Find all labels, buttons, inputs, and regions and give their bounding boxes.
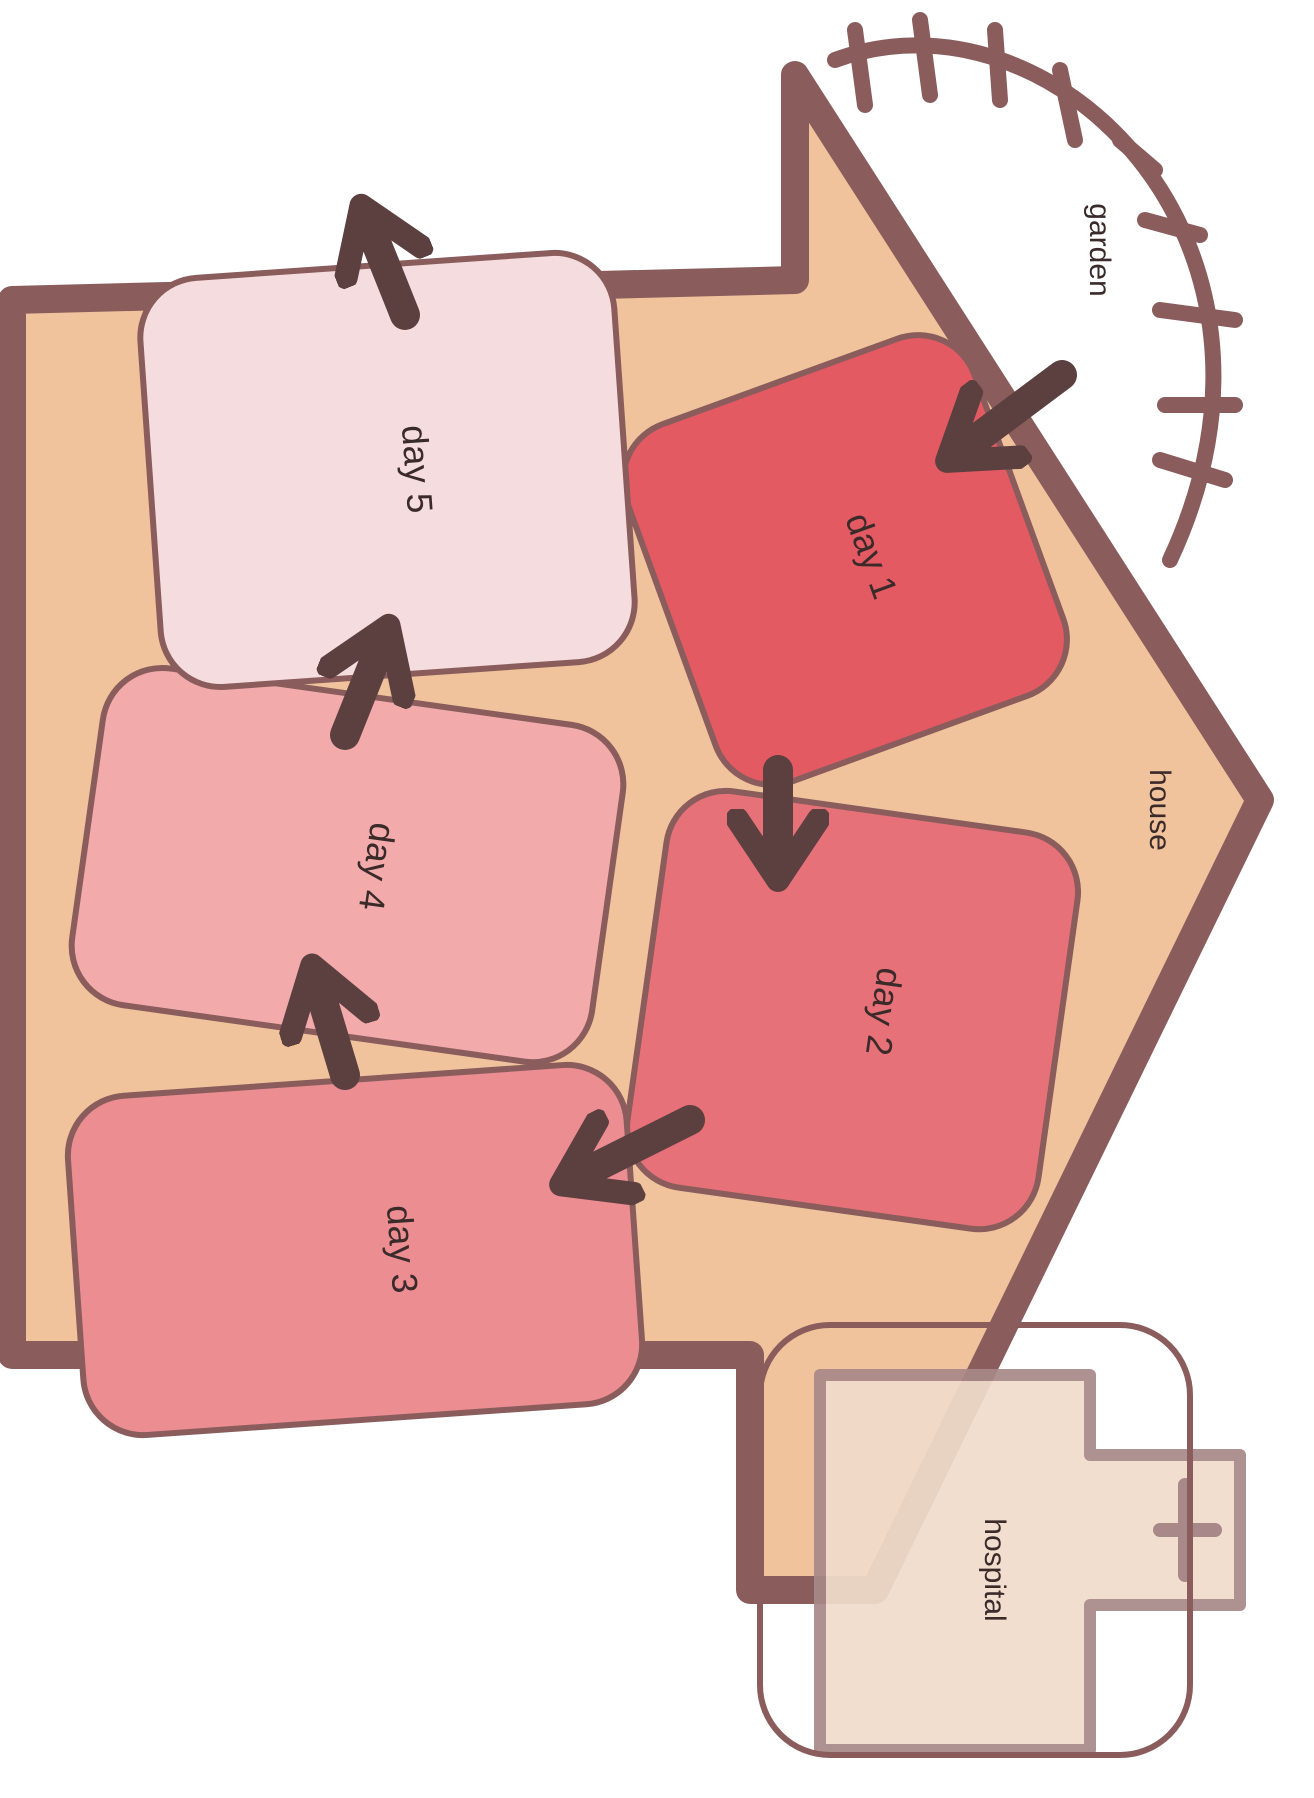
hospital-area [757, 1322, 1246, 1758]
hospital-label: hospital [978, 1518, 1011, 1621]
day3-label: day 3 [379, 1204, 426, 1295]
arrow-day4-to-day5 [345, 635, 385, 750]
day2-box [623, 787, 1082, 1233]
hospital-building [814, 1369, 1246, 1756]
garden-label: garden [1083, 203, 1116, 296]
arrow-day2-to-day3 [570, 1105, 705, 1180]
hospital-outline [757, 1322, 1193, 1758]
arrow-day5-out [365, 215, 405, 330]
day3-box [64, 1061, 646, 1439]
house-label: house [1143, 769, 1176, 851]
garden-arc [827, 12, 1243, 568]
arrow-garden-to-day1 [955, 360, 1077, 455]
day5-label: day 5 [394, 424, 441, 515]
arrow-day3-to-day4 [315, 975, 345, 1090]
day-boxes [64, 249, 1082, 1439]
flow-arrows [315, 215, 1077, 1180]
